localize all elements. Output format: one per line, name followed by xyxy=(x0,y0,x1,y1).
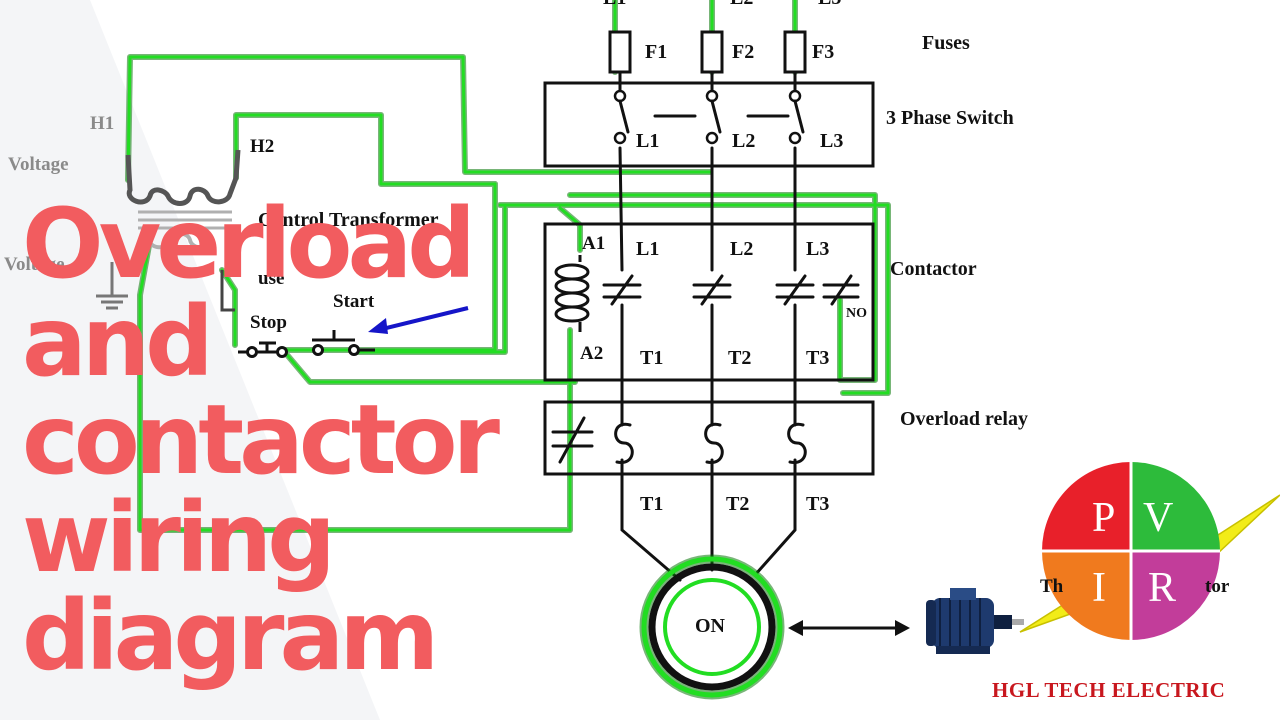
label-l1-top: L1 xyxy=(603,0,626,9)
label-fuse-partial: use xyxy=(258,268,284,289)
label-l2-top: L2 xyxy=(730,0,753,9)
control-transformer xyxy=(96,149,241,312)
label-f3: F3 xyxy=(812,41,834,63)
label-voltage-primary: Voltage xyxy=(8,154,69,175)
label-motor-partial-left: Th xyxy=(1040,576,1064,597)
title-line: and xyxy=(22,286,214,398)
fuses xyxy=(608,30,807,74)
label-a1: A1 xyxy=(582,233,605,254)
label-overload-t1: T1 xyxy=(640,493,663,515)
overload-box xyxy=(543,400,875,476)
green-wiring xyxy=(125,0,891,533)
title-line: contactor xyxy=(22,384,500,496)
label-fuses: Fuses xyxy=(922,32,970,54)
thermal-elements xyxy=(614,422,807,464)
motor xyxy=(639,554,785,700)
label-stop: Stop xyxy=(250,312,287,333)
three-phase-switch xyxy=(543,81,875,168)
label-control-transformer: Control Transformer xyxy=(258,209,439,231)
label-a2: A2 xyxy=(580,343,603,364)
label-h1: H1 xyxy=(90,113,114,134)
label-contactor-l1: L1 xyxy=(636,238,659,260)
label-switch-l3: L3 xyxy=(820,130,843,152)
control-buttons xyxy=(238,306,469,358)
label-switch-l1: L1 xyxy=(636,130,659,152)
fuse-f3 xyxy=(783,30,807,74)
switch-box xyxy=(543,81,875,168)
fuse-f1 xyxy=(608,30,632,74)
label-h2: H2 xyxy=(250,136,274,157)
label-switch-l2: L2 xyxy=(732,130,755,152)
label-contactor: Contactor xyxy=(890,258,977,280)
contactor xyxy=(543,222,875,382)
logo-letter-v: V xyxy=(1143,495,1173,541)
start-arrow xyxy=(368,306,469,334)
pvir-letters: P V I R xyxy=(1092,495,1176,611)
contactor-contacts xyxy=(602,274,860,306)
fuse-f2 xyxy=(700,30,724,74)
pvir-logo xyxy=(1019,462,1280,640)
label-no: NO xyxy=(846,306,867,321)
label-start: Start xyxy=(333,291,375,312)
start-button-symbol xyxy=(312,330,375,356)
label-contactor-t2: T2 xyxy=(728,347,751,369)
brand-name: HGL TECH ELECTRIC xyxy=(992,678,1226,702)
overlay-title: Overload and contactor wiring diagram xyxy=(22,195,542,685)
label-overload-relay: Overload relay xyxy=(900,408,1028,430)
title-line: wiring xyxy=(22,482,336,594)
label-f1: F1 xyxy=(645,41,667,63)
label-contactor-t1: T1 xyxy=(640,347,663,369)
label-motor-partial-right: tor xyxy=(1205,576,1230,597)
label-contactor-t3: T3 xyxy=(806,347,829,369)
logo-letter-i: I xyxy=(1092,565,1106,611)
label-voltage-secondary: Voltage xyxy=(4,254,65,275)
logo-letter-p: P xyxy=(1092,495,1115,541)
logo-letter-r: R xyxy=(1148,565,1176,611)
motor-photo xyxy=(926,588,1024,654)
label-3-phase-switch: 3 Phase Switch xyxy=(886,107,1014,129)
double-arrow xyxy=(788,620,910,636)
diagram-labels: L1 L2 L3 Fuses F1 F2 F3 3 Phase Switch L… xyxy=(4,0,1230,637)
contactor-box xyxy=(543,222,875,382)
background-band xyxy=(0,0,380,720)
stop-button-symbol xyxy=(238,341,288,358)
label-contactor-l3: L3 xyxy=(806,238,829,260)
contactor-coil xyxy=(554,255,590,332)
title-line: diagram xyxy=(22,580,439,692)
label-f2: F2 xyxy=(732,41,754,63)
overload-relay xyxy=(543,400,875,476)
label-overload-t2: T2 xyxy=(726,493,749,515)
label-contactor-l2: L2 xyxy=(730,238,753,260)
label-overload-t3: T3 xyxy=(806,493,829,515)
title-line: Overload xyxy=(22,188,476,300)
label-motor-on: ON xyxy=(695,615,726,637)
label-l3-top: L3 xyxy=(818,0,841,9)
